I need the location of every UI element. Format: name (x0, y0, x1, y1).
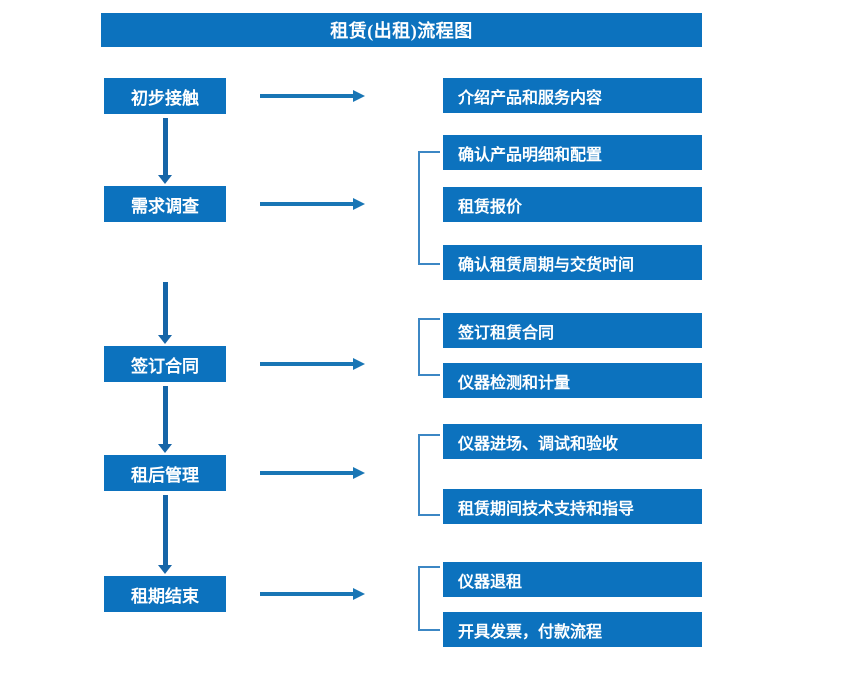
stage-box-5[interactable]: 租期结束 (104, 576, 226, 612)
group-bracket-3 (418, 434, 440, 516)
vertical-arrow-3 (158, 386, 172, 453)
task-box-3[interactable]: 租赁报价 (443, 187, 702, 222)
task-box-8[interactable]: 租赁期间技术支持和指导 (443, 489, 702, 524)
stage-box-2[interactable]: 需求调查 (104, 186, 226, 222)
horizontal-arrow-3 (260, 358, 365, 370)
group-bracket-2 (418, 318, 440, 376)
horizontal-arrow-5 (260, 588, 365, 600)
flowchart-title: 租赁(出租)流程图 (101, 13, 702, 47)
group-bracket-1 (418, 151, 440, 265)
task-box-4[interactable]: 确认租赁周期与交货时间 (443, 245, 702, 280)
vertical-arrow-2 (158, 282, 172, 344)
stage-box-3[interactable]: 签订合同 (104, 346, 226, 382)
vertical-arrow-4 (158, 495, 172, 574)
stage-box-1[interactable]: 初步接触 (104, 78, 226, 114)
task-box-7[interactable]: 仪器进场、调试和验收 (443, 424, 702, 459)
stage-box-4[interactable]: 租后管理 (104, 455, 226, 491)
task-box-9[interactable]: 仪器退租 (443, 562, 702, 597)
task-box-2[interactable]: 确认产品明细和配置 (443, 135, 702, 170)
group-bracket-4 (418, 566, 440, 631)
task-box-10[interactable]: 开具发票，付款流程 (443, 612, 702, 647)
task-box-6[interactable]: 仪器检测和计量 (443, 363, 702, 398)
vertical-arrow-1 (158, 118, 172, 184)
horizontal-arrow-2 (260, 198, 365, 210)
horizontal-arrow-4 (260, 467, 365, 479)
horizontal-arrow-1 (260, 90, 365, 102)
task-box-5[interactable]: 签订租赁合同 (443, 313, 702, 348)
task-box-1[interactable]: 介绍产品和服务内容 (443, 78, 702, 113)
